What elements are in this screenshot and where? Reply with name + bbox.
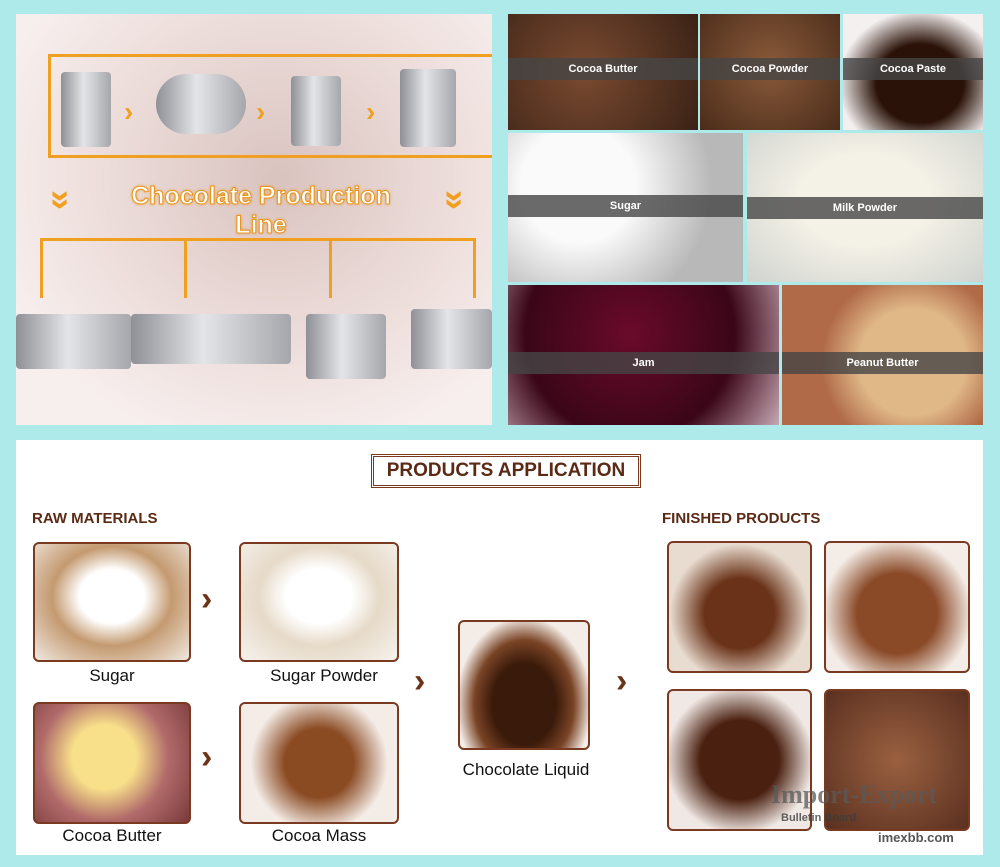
chevron-right-icon: › [366, 96, 376, 127]
ingredient-cocoa-powder: Cocoa Powder [700, 14, 840, 130]
chevron-right-icon: › [616, 662, 628, 700]
holding-tank-image [291, 76, 341, 146]
watermark-sub: Bulletin Board [781, 812, 857, 824]
finished-product-image [824, 541, 970, 673]
sugar-powder-caption: Sugar Powder [270, 666, 378, 685]
sugar-caption: Sugar [89, 666, 135, 685]
raw-materials-heading: RAW MATERIALS [32, 510, 158, 527]
finished-product-image [824, 689, 970, 831]
finished-products-heading: FINISHED PRODUCTS [662, 510, 821, 527]
production-line-panel: › › › » » Chocolate Production Line [16, 14, 492, 425]
ingredient-label: Peanut Butter [782, 352, 983, 374]
arrow-down-icon [473, 238, 476, 298]
ingredient-label: Cocoa Powder [700, 58, 840, 80]
moulding-line-image [16, 314, 131, 369]
watermark-site: imexbb.com [878, 830, 954, 845]
chevron-right-icon: › [201, 738, 213, 776]
ingredient-sugar: Sugar [508, 133, 743, 282]
chevron-right-icon: › [201, 580, 213, 618]
conche-machine-image [156, 74, 246, 134]
cocoa-butter-image [33, 702, 191, 824]
ingredient-jam: Jam [508, 285, 779, 425]
ingredient-label: Jam [508, 352, 779, 374]
chocolate-liquid-image [458, 620, 590, 750]
chevron-right-icon: › [256, 96, 266, 127]
cocoa-butter-caption: Cocoa Butter [62, 826, 162, 845]
arrow-down-icon [40, 238, 43, 298]
ingredient-peanut-butter: Peanut Butter [782, 285, 983, 425]
arrow-down-icon [184, 238, 187, 298]
finished-product-image [667, 541, 812, 673]
cooling-tunnel-image [411, 309, 492, 369]
ingredient-cocoa-butter: Cocoa Butter [508, 14, 698, 130]
ingredient-label: Sugar [508, 195, 743, 217]
ingredient-label: Cocoa Paste [843, 58, 983, 80]
ingredient-label: Milk Powder [747, 197, 983, 219]
chocolate-liquid-caption: Chocolate Liquid [462, 760, 590, 779]
cocoa-mass-image [239, 702, 399, 824]
products-application-title: PRODUCTS APPLICATION [371, 454, 641, 488]
products-application-panel: PRODUCTS APPLICATION RAW MATERIALS FINIS… [16, 440, 983, 855]
tempering-machine-image [400, 69, 456, 147]
sugar-image [33, 542, 191, 662]
ingredient-milk-powder: Milk Powder [747, 133, 983, 282]
depositor-image [306, 314, 386, 379]
ingredient-cocoa-paste: Cocoa Paste [843, 14, 983, 130]
ingredient-label: Cocoa Butter [508, 58, 698, 80]
enrobing-line-image [131, 314, 291, 364]
finished-product-image [667, 689, 812, 831]
chevron-right-icon: › [124, 96, 134, 127]
chevron-down-icon: » [436, 189, 478, 211]
machine-sequence-box [48, 54, 492, 158]
chevron-down-icon: » [42, 189, 84, 211]
arrow-down-icon [329, 238, 332, 298]
watermark-brand: Import-Export [771, 780, 938, 809]
melting-tank-image [61, 72, 111, 147]
production-line-title: Chocolate Production Line [131, 182, 392, 240]
cocoa-mass-caption: Cocoa Mass [271, 826, 367, 845]
sugar-powder-image [239, 542, 399, 662]
chevron-right-icon: › [414, 662, 426, 700]
branch-line [40, 238, 476, 241]
